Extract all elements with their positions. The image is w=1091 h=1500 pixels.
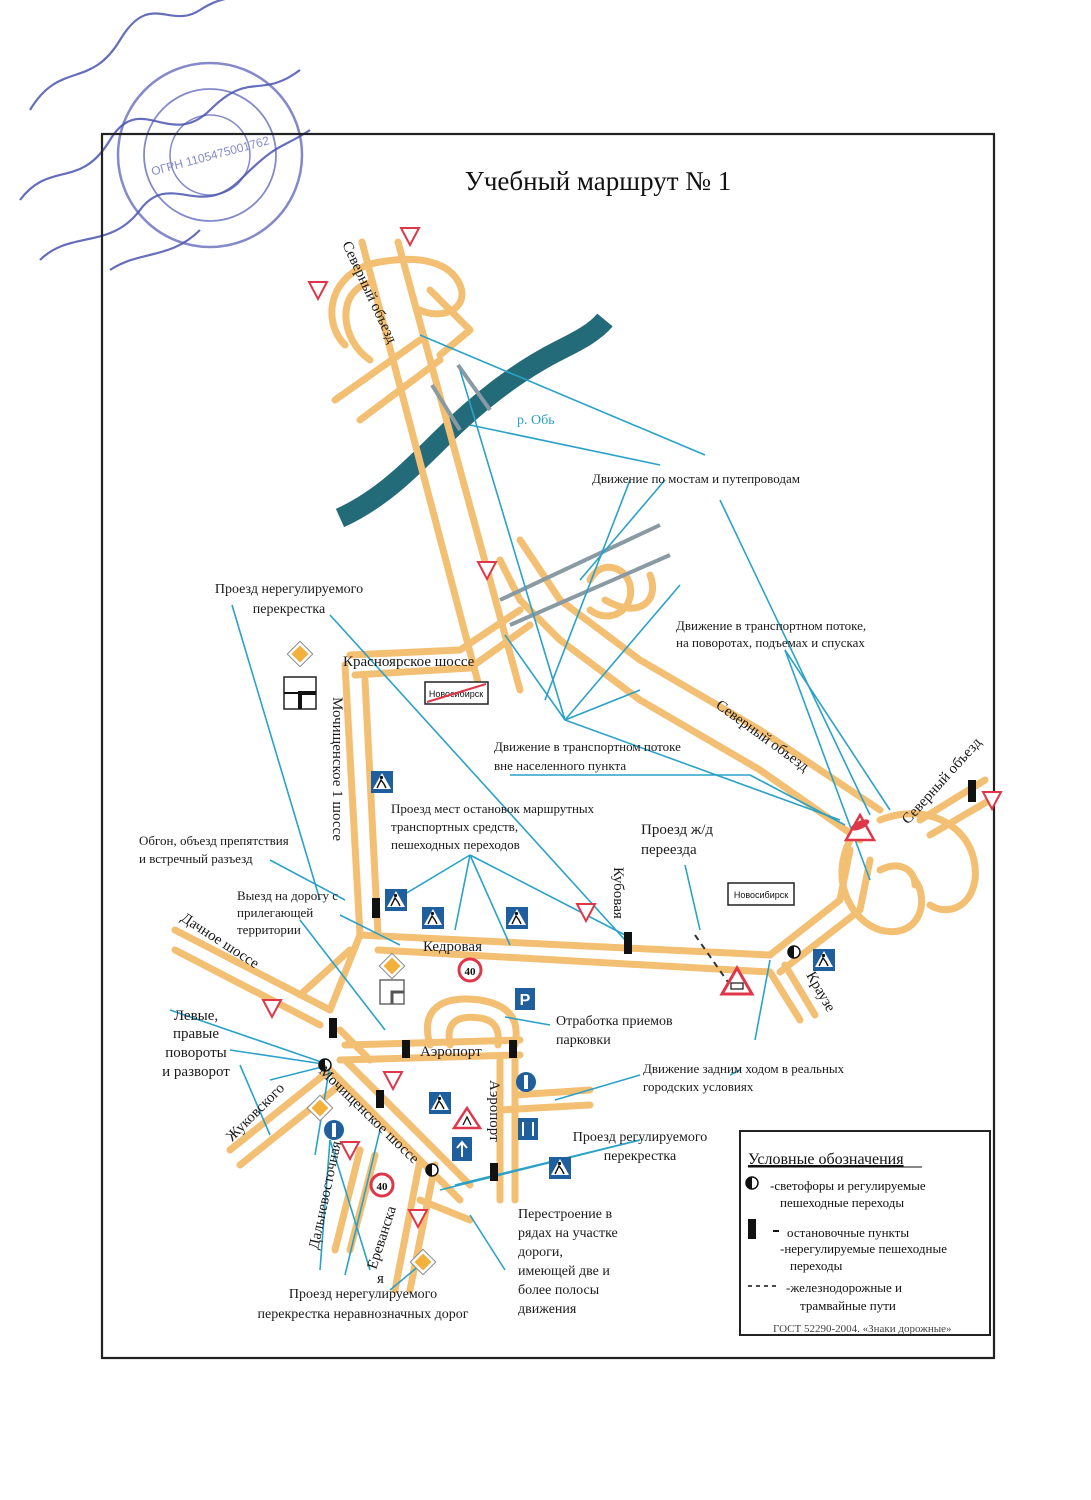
legend-crossings-a: -нерегулируемые пешеходные (780, 1241, 947, 1256)
note-outside-city-b: вне населенного пункта (494, 758, 626, 773)
speed-limit-sign-1: 40 (457, 957, 483, 983)
legend-traffic-lights-b: пешеходные переходы (780, 1195, 904, 1210)
note-traffic-turns-a: Движение в транспортном потоке, (676, 618, 866, 633)
note-turns-d: и разворот (162, 1064, 230, 1080)
note-parking-a: Отработка приемов (556, 1014, 673, 1029)
street-aeroport-v: Аэропорт (486, 1080, 502, 1142)
note-unequal-a: Проезд нерегулируемого (289, 1287, 437, 1302)
legend: Условные обозначения -светофоры и регули… (739, 1130, 991, 1336)
speed-limit-2-text: 40 (377, 1181, 389, 1193)
no-entry-sign-icon (324, 1120, 344, 1140)
river-ob (335, 313, 613, 528)
note-exit-a: Выезд на дорогу с (237, 888, 338, 903)
street-aeroport-h: Аэропорт (420, 1044, 482, 1060)
railway-crossing-sign-icon (719, 964, 755, 996)
note-turns-b: правые (173, 1026, 219, 1042)
railway-line (694, 934, 731, 986)
note-lanes-f: движения (518, 1302, 577, 1317)
legend-gost: ГОСТ 52290-2004. «Знаки дорожные» (773, 1323, 951, 1335)
parking-sign-text: P (520, 992, 531, 1009)
legend-rail-b: трамвайные пути (800, 1298, 896, 1313)
river-label: р. Обь (517, 413, 555, 428)
speed-limit-1-text: 40 (465, 966, 477, 978)
note-lanes-c: дороги, (518, 1245, 563, 1260)
intersection-shape-sign (283, 676, 405, 1005)
note-turns-a: Левые, (174, 1008, 218, 1024)
note-parking-b: парковки (556, 1033, 611, 1048)
note-lanes-a: Перестроение в (518, 1207, 612, 1222)
legend-stop-icon (748, 1219, 756, 1239)
note-exit-b: прилегающей (237, 905, 313, 920)
info-sign-icon (516, 1072, 536, 1092)
bridges (430, 363, 671, 627)
note-stops-a: Проезд мест остановок маршрутных (391, 801, 595, 816)
note-unequal-b: перекрестка неравнозначных дорог (258, 1307, 469, 1322)
lane-sign-icon (518, 1118, 538, 1140)
city-start-sign-text: Новосибирск (734, 890, 788, 900)
one-way-sign-icon (452, 1137, 472, 1161)
street-mochishchenskoe-1: Мочищенское 1 шоссе (329, 697, 345, 841)
street-krasnoyarskoe: Красноярское шоссе (343, 654, 475, 670)
note-bridges: Движение по мостам и путепроводам (592, 471, 800, 486)
handwritten-signature (19, 0, 311, 271)
note-stops-b: транспортных средств, (391, 819, 518, 834)
legend-stops: остановочные пункты (787, 1225, 909, 1240)
note-stops-c: пешеходных переходов (391, 837, 520, 852)
annotation-leaders (169, 334, 891, 1291)
map-frame (100, 132, 996, 1360)
street-severny-obezd-2: Северный объезд (713, 697, 812, 775)
city-end-sign: Новосибирск (424, 681, 489, 705)
note-traffic-turns-b: на поворотах, подъемах и спусках (676, 635, 865, 650)
street-erevanskaya: Ереванска (365, 1204, 400, 1271)
note-turns-c: повороты (165, 1045, 226, 1061)
note-regulated-a: Проезд регулируемого (573, 1130, 707, 1145)
note-overtake-a: Обгон, объезд препятствия (139, 833, 289, 848)
legend-traffic-lights-a: -светофоры и регулируемые (770, 1178, 926, 1193)
children-sign-icon (451, 1105, 483, 1130)
legend-crossing-icon (773, 1230, 779, 1232)
road-network (171, 238, 994, 1294)
note-outside-city-a: Движение в транспортном потоке (494, 739, 681, 754)
note-unregulated-1a: Проезд нерегулируемого (215, 582, 363, 597)
note-lanes-d: имеющей две и (518, 1264, 610, 1279)
parking-sign: P (515, 988, 535, 1010)
stop-markers (329, 780, 976, 1181)
note-reverse-b: городских условиях (643, 1079, 754, 1094)
note-exit-c: территории (237, 922, 301, 937)
speed-limit-sign-2: 40 (369, 1172, 395, 1198)
map-title: Учебный маршрут № 1 (465, 166, 732, 196)
legend-crossings-b: переходы (790, 1258, 843, 1273)
official-stamp: ОГРН 1105475001762 (116, 61, 304, 249)
street-kubovaya: Кубовая (610, 867, 626, 919)
note-lanes-e: более полосы (518, 1283, 600, 1298)
street-erevanskaya-end: я (377, 1271, 384, 1287)
legend-title: Условные обозначения (748, 1151, 904, 1168)
legend-rail-a: -железнодорожные и (786, 1280, 902, 1295)
note-rail-b: переезда (641, 842, 697, 858)
svg-text:ОГРН 1105475001762: ОГРН 1105475001762 (150, 133, 271, 178)
street-kedrovaya: Кедровая (423, 939, 482, 955)
note-unregulated-1b: перекрестка (253, 602, 326, 617)
city-start-sign: Новосибирск (727, 882, 795, 906)
note-reverse-a: Движение задним ходом в реальных (643, 1061, 845, 1076)
note-regulated-b: перекрестка (604, 1149, 677, 1164)
note-rail-a: Проезд ж/д (641, 822, 713, 838)
note-overtake-b: и встречный разъезд (139, 851, 253, 866)
legend-traffic-light-icon (745, 1176, 759, 1190)
road-work-sign-icon (843, 812, 877, 842)
note-lanes-b: рядах на участке (518, 1226, 618, 1241)
